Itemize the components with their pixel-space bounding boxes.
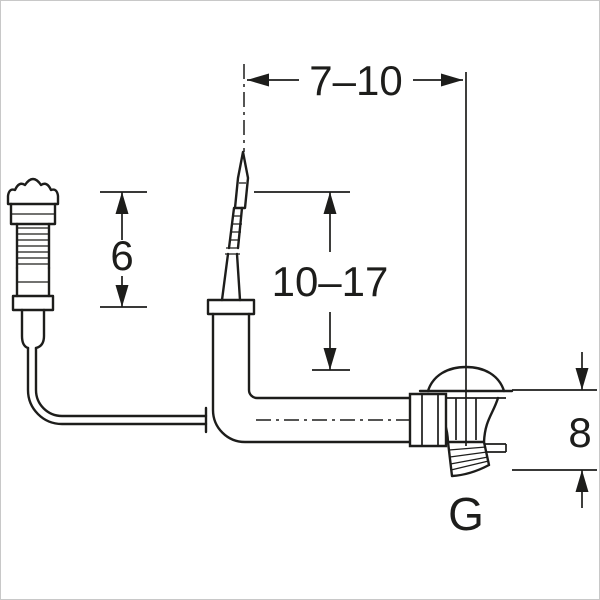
cable-outer-line — [26, 346, 208, 426]
tip-ribbed-section — [227, 206, 244, 250]
valve-body-right — [482, 396, 500, 444]
label-mask — [299, 56, 413, 102]
cable-end-tip — [227, 150, 250, 250]
arrowhead-left-icon — [247, 73, 269, 87]
tailpiece-outline — [446, 440, 491, 478]
arrowhead-down-icon — [323, 348, 337, 370]
dim-overflow-height-label: 10–17 — [272, 258, 389, 305]
pipe-top-collar — [206, 298, 256, 316]
valve-dome-cap — [426, 365, 506, 393]
pull-knob-assembly — [6, 177, 60, 350]
arrowhead-up-icon — [323, 192, 337, 214]
arrowhead-down-icon — [575, 368, 589, 390]
dimension-knob-travel-6: 6 — [100, 191, 147, 308]
valve-neck-lines — [455, 398, 477, 440]
centerlines — [243, 64, 467, 446]
tailpiece-side-stub — [484, 443, 507, 453]
knob-thread-lines — [17, 227, 49, 265]
overflow-pipe — [206, 247, 422, 444]
bowden-cable — [26, 346, 208, 434]
arrowhead-up-icon — [575, 470, 589, 492]
dim-knob-travel-label: 6 — [110, 232, 133, 279]
knob-stem — [20, 308, 46, 350]
nut-facet-lines — [421, 394, 439, 446]
cable-guide-housing — [220, 252, 242, 302]
pipe-inner-wall — [247, 312, 422, 400]
dimension-valve-8: 8 — [512, 352, 597, 508]
arrowhead-right-icon — [441, 73, 463, 87]
valve-tailpiece — [446, 440, 507, 478]
dimension-width-7-10: 7–10 — [247, 56, 463, 104]
pipe-union-nut — [408, 392, 448, 448]
knob-cap — [6, 177, 60, 206]
pipe-outer-wall — [211, 312, 422, 444]
dimension-height-10-17: 10–17 — [254, 191, 389, 371]
cable-inner-line — [34, 346, 208, 418]
dim-valve-height-label: 8 — [568, 409, 591, 456]
arrowhead-up-icon — [115, 192, 129, 214]
thread-size-label: G — [448, 488, 484, 540]
dim-width-label: 7–10 — [309, 57, 402, 104]
tip-rib-lines — [231, 215, 242, 241]
arrowhead-down-icon — [115, 285, 129, 307]
tip-nipple — [233, 150, 250, 210]
drain-valve: G — [408, 365, 514, 540]
knob-flange — [11, 294, 55, 312]
tailpiece-thread-lines — [448, 446, 489, 471]
